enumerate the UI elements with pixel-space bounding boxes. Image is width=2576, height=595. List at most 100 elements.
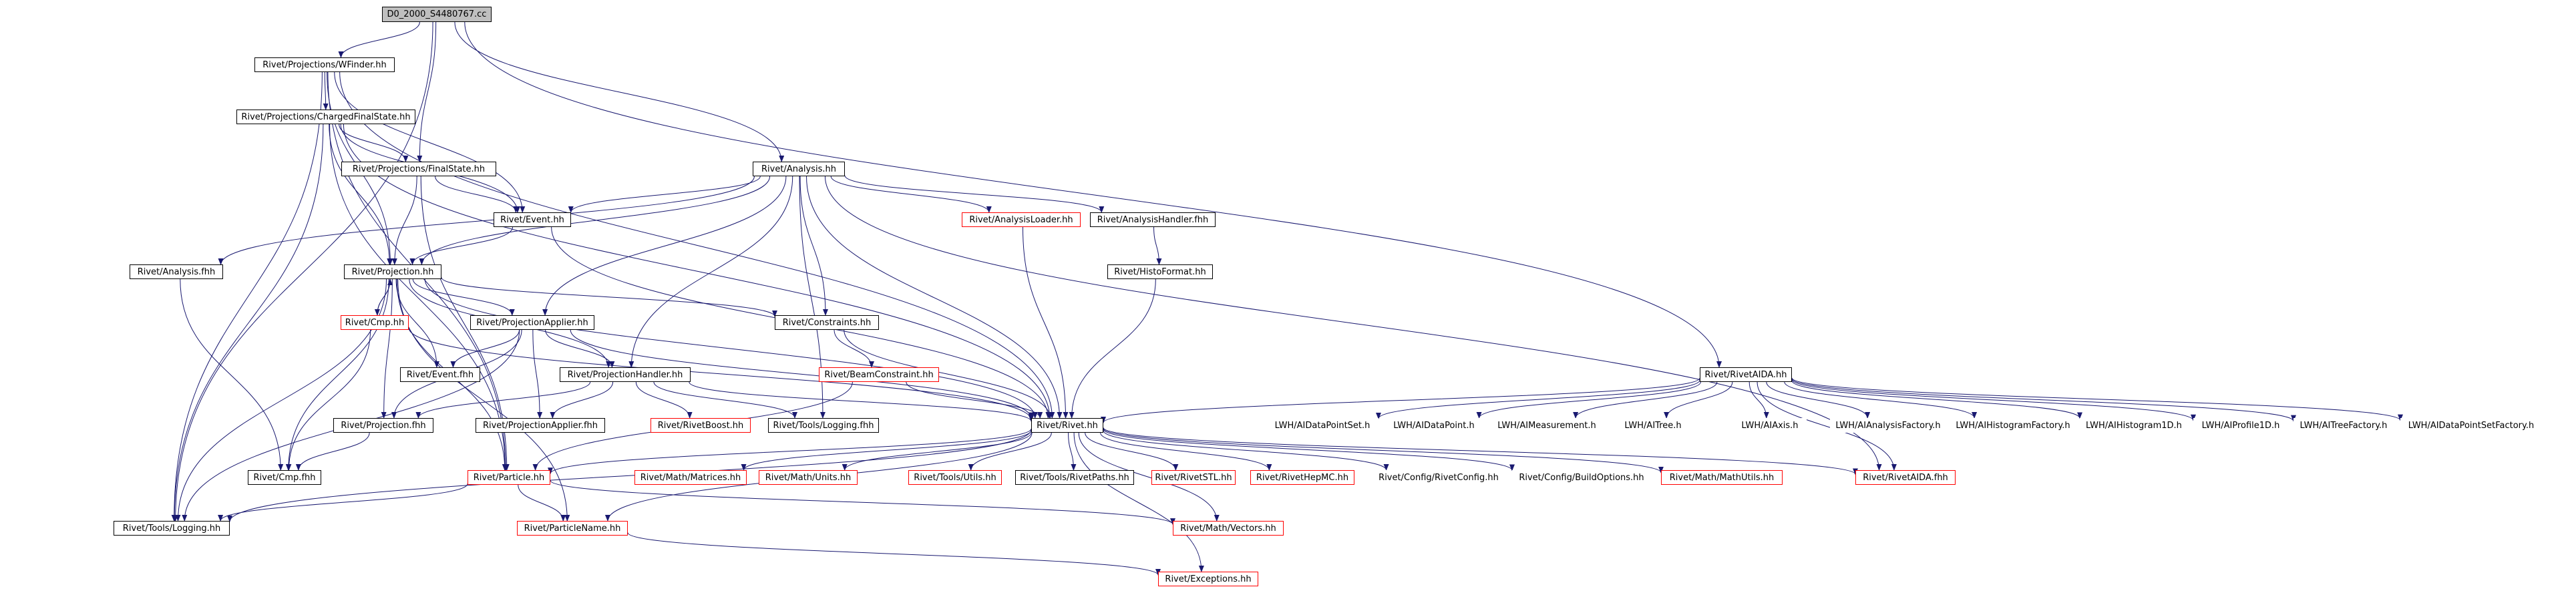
node-histoformat-hh[interactable]: Rivet/HistoFormat.hh [1107, 264, 1213, 279]
node-aidatapointsetfactory-h[interactable]: LWH/AIDataPointSetFactory.h [2400, 418, 2542, 433]
edge-analysis_hh-to-event_hh [568, 176, 761, 213]
edge-rivet_hh-to-rivetpaths [1068, 432, 1077, 471]
edge-fs-to-projection_hh [391, 176, 417, 265]
edge-analysis_hh-to-analysis_fhh [218, 176, 755, 265]
node-wfinder-hh[interactable]: Rivet/Projections/WFinder.hh [254, 57, 395, 72]
node-units-hh[interactable]: Rivet/Math/Units.hh [759, 470, 858, 485]
edge-rivetaida_hh-to-ianalysisfactory [1766, 381, 1871, 419]
edge-projection_hh-to-projection_fhh [381, 278, 393, 419]
edge-root-to-logging_hh [172, 21, 433, 522]
node-aitree-h[interactable]: LWH/AITree.h [1616, 418, 1690, 433]
edge-projection_hh-to-cmp_fhh [285, 278, 389, 471]
edge-rivet_hh-to-particle_hh [548, 428, 1032, 475]
edge-fs-to-event_hh [435, 176, 519, 213]
node-projectionapplier-fhh[interactable]: Rivet/ProjectionApplier.fhh [476, 418, 605, 433]
node-aiprofile1d-h[interactable]: LWH/AIProfile1D.h [2193, 418, 2288, 433]
edge-projection_hh-to-rivet_hh [424, 278, 1038, 419]
edge-particle_hh-to-particlename [518, 484, 566, 522]
edge-rivetaida_hh-to-imeasurement [1573, 381, 1718, 419]
node-aihistogram1d-h[interactable]: LWH/AIHistogram1D.h [2080, 418, 2188, 433]
node-finalstate-hh[interactable]: Rivet/Projections/FinalState.hh [341, 162, 496, 176]
node-analysis-hh[interactable]: Rivet/Analysis.hh [753, 162, 845, 176]
node-aiaxis-h[interactable]: LWH/AIAxis.h [1733, 418, 1807, 433]
node-rivetboost-hh[interactable]: Rivet/RivetBoost.hh [651, 418, 751, 433]
edge-cfs-to-rivet_hh [343, 124, 1053, 419]
node-rivethepmc-hh[interactable]: Rivet/RivetHepMC.hh [1250, 470, 1354, 485]
node-projection-fhh[interactable]: Rivet/Projection.fhh [333, 418, 433, 433]
edge-projhandler_hh-to-projection_fhh [415, 381, 591, 419]
node-vectors-hh[interactable]: Rivet/Math/Vectors.hh [1173, 521, 1284, 536]
node-particlename-hh[interactable]: Rivet/ParticleName.hh [517, 521, 628, 536]
edge-rivet_hh-to-mathutils [1103, 427, 1664, 473]
edge-rivetaida_hh-to-rivetaida_fhh [1757, 381, 1897, 471]
node-constraints-hh[interactable]: Rivet/Constraints.hh [775, 315, 879, 330]
node-matrices-hh[interactable]: Rivet/Math/Matrices.hh [634, 470, 747, 485]
edge-analysis_hh-to-analysisloader [830, 176, 992, 213]
edge-rivet_hh-to-rivetconfig [1103, 430, 1389, 471]
edge-rivetaida_hh-to-rivet_hh [1101, 377, 1700, 423]
edge-projapplier_hh-to-rivet_hh [570, 329, 1034, 419]
node-cmp-fhh[interactable]: Rivet/Cmp.fhh [248, 470, 321, 485]
edge-rivetaida_hh-to-itreefactory [1791, 378, 2296, 422]
node-analysishandler-fhh[interactable]: Rivet/AnalysisHandler.fhh [1090, 212, 1216, 227]
node-aihistogramfactory-h[interactable]: LWH/AIHistogramFactory.h [1952, 418, 2074, 433]
node-beamconstraint-hh[interactable]: Rivet/BeamConstraint.hh [819, 367, 939, 382]
node-particle-hh[interactable]: Rivet/Particle.hh [468, 470, 550, 485]
node-logging-fhh[interactable]: Rivet/Tools/Logging.fhh [768, 418, 879, 433]
node-aianalysisfactory-h[interactable]: LWH/AIAnalysisFactory.h [1830, 418, 1946, 433]
node-rivetstl-hh[interactable]: Rivet/RivetSTL.hh [1151, 470, 1236, 485]
node-analysisloader-hh[interactable]: Rivet/AnalysisLoader.hh [962, 212, 1081, 227]
edge-particle_hh-to-vectors [550, 479, 1175, 526]
node-chargedfinalstate-hh[interactable]: Rivet/Projections/ChargedFinalState.hh [236, 110, 415, 124]
edge-projapplier_hh-to-projhandler_hh [545, 329, 615, 368]
edge-wfinder-to-rivet_hh [339, 71, 1055, 419]
edge-analysis_hh-to-analysishandler_fhh [844, 175, 1105, 213]
edge-wfinder-to-event_hh [334, 71, 526, 213]
node-cmp-hh[interactable]: Rivet/Cmp.hh [341, 315, 409, 330]
edge-rivet_hh-to-vectors [1078, 432, 1220, 522]
edge-rivet_hh-to-logging_hh [227, 429, 1032, 523]
edge-particlename-to-exceptions [627, 532, 1161, 576]
node-projectionapplier-hh[interactable]: Rivet/ProjectionApplier.hh [470, 315, 594, 330]
node-rivetpaths-hh[interactable]: Rivet/Tools/RivetPaths.hh [1015, 470, 1134, 485]
node-aidatapoint-h[interactable]: LWH/AIDataPoint.h [1386, 418, 1482, 433]
node-rivet-hh[interactable]: Rivet/Rivet.hh [1031, 418, 1103, 433]
edge-wfinder-to-logging_hh [171, 71, 323, 522]
node-aimeasurement-h[interactable]: LWH/AIMeasurement.h [1491, 418, 1602, 433]
node-projection-hh[interactable]: Rivet/Projection.hh [344, 264, 441, 279]
node-rivetconfig-hh[interactable]: Rivet/Config/RivetConfig.hh [1372, 470, 1505, 485]
edge-rivet_hh-to-rivetstl [1085, 432, 1179, 471]
edge-root-to-fs [417, 21, 437, 162]
node-analysis-fhh[interactable]: Rivet/Analysis.fhh [130, 264, 223, 279]
node-aitreefactory-h[interactable]: LWH/AITreeFactory.h [2293, 418, 2394, 433]
edge-analysis_hh-to-projection_hh [419, 176, 771, 265]
edge-rivetaida_hh-to-idatapoint [1476, 381, 1701, 419]
edge-analysis_hh-to-projapplier_hh [542, 176, 787, 316]
node-utils-hh[interactable]: Rivet/Tools/Utils.hh [908, 470, 1002, 485]
node-buildoptions-hh[interactable]: Rivet/Config/BuildOptions.hh [1512, 470, 1651, 485]
edge-analysis_fhh-to-cmp_fhh [180, 278, 284, 471]
node-projectionhandler-hh[interactable]: Rivet/ProjectionHandler.hh [560, 367, 691, 382]
edge-projection_hh-to-projapplier_hh [412, 278, 515, 316]
node-rivetaida-fhh[interactable]: Rivet/RivetAIDA.fhh [1855, 470, 1956, 485]
edge-projhandler_hh-to-rivet_hh [689, 381, 1034, 422]
edge-projhandler_hh-to-rivetboost [635, 381, 693, 419]
node-event-hh[interactable]: Rivet/Event.hh [494, 212, 571, 227]
edge-cmp_hh-to-projection_hh [377, 278, 393, 316]
node-rivetaida-hh[interactable]: Rivet/RivetAIDA.hh [1700, 367, 1792, 382]
edge-rivetaida_hh-to-idatapointset [1376, 380, 1700, 419]
edge-projection_fhh-to-cmp_fhh [295, 432, 370, 471]
node-event-fhh[interactable]: Rivet/Event.fhh [400, 367, 480, 382]
edge-rivetaida_hh-to-iprofile1d [1791, 379, 2196, 421]
edge-analysisloader-to-rivet_hh [1022, 226, 1069, 419]
edge-projhandler_hh-to-projapplier_fhh [550, 381, 614, 419]
node-logging-hh[interactable]: Rivet/Tools/Logging.hh [114, 521, 230, 536]
node-mathutils-hh[interactable]: Rivet/Math/MathUtils.hh [1661, 470, 1783, 485]
node-exceptions-hh[interactable]: Rivet/Exceptions.hh [1158, 572, 1258, 586]
edge-cmp_hh-to-rivet_hh [408, 327, 1034, 421]
edge-projection_hh-to-constraints [441, 277, 777, 317]
node-aidatapointset-h[interactable]: LWH/AIDataPointSet.h [1266, 418, 1378, 433]
edge-cfs-to-logging_hh [172, 124, 324, 522]
